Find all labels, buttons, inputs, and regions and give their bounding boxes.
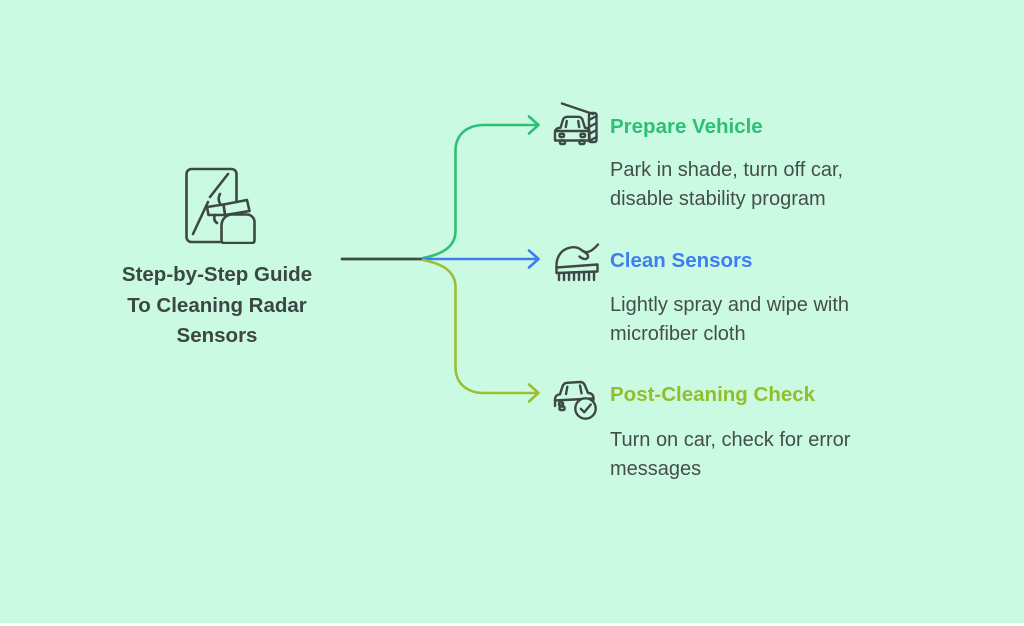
branch-description-post-cleaning-check: Turn on car, check for error messages	[610, 429, 851, 480]
bottom-edge-strip	[0, 623, 1024, 626]
branch-title-prepare-vehicle: Prepare Vehicle	[610, 115, 763, 138]
arrowhead-blue	[527, 249, 540, 269]
branch-line-green	[421, 123, 538, 260]
branch-description-clean-sensors: Lightly spray and wipe with microfiber c…	[610, 294, 850, 345]
page-title: Step-by-Step Guide To Cleaning Radar Sen…	[121, 263, 313, 347]
car-check-icon	[553, 380, 597, 420]
arrowhead-green	[527, 115, 540, 135]
branch-title-post-cleaning-check: Post-Cleaning Check	[610, 383, 816, 406]
branch-line-olive	[421, 258, 538, 395]
hand-brush-icon	[555, 243, 600, 282]
window-spray-icon	[185, 167, 256, 244]
car-barrier-icon	[553, 102, 598, 146]
branch-title-clean-sensors: Clean Sensors	[610, 249, 753, 272]
branch-description-prepare-vehicle: Park in shade, turn off car, disable sta…	[610, 159, 844, 210]
arrowhead-olive	[527, 383, 540, 403]
